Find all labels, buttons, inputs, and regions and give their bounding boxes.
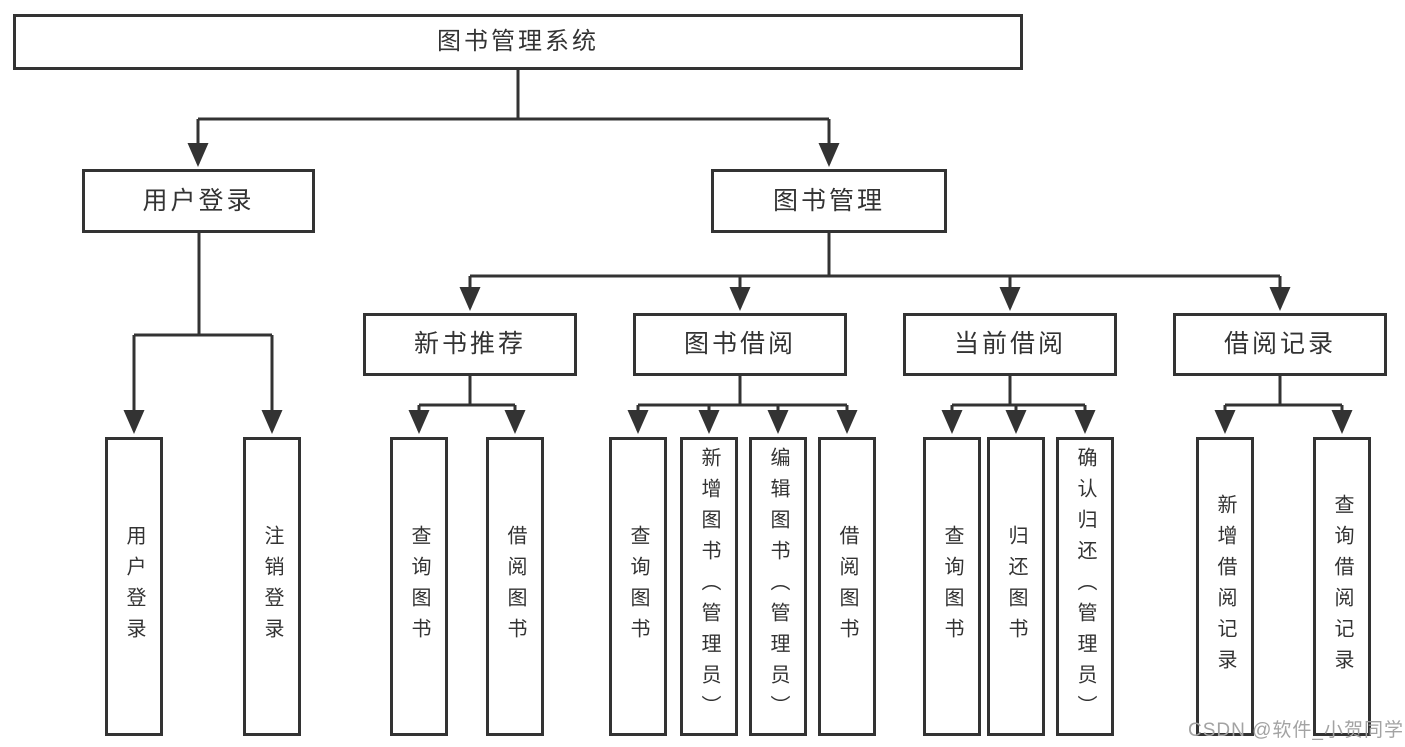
node-new-book-recommend: 新书推荐: [363, 313, 577, 376]
leaf-user-login: 用户登录: [105, 437, 163, 736]
node-book-borrow-label: 图书借阅: [683, 330, 796, 358]
leaf-edit-books-admin: 编辑图书（管理员）: [749, 437, 807, 736]
node-borrow-records: 借阅记录: [1173, 313, 1387, 376]
connector-book-management-split: [470, 233, 1280, 278]
leaf-add-books-admin: 新增图书（管理员）: [680, 437, 738, 736]
node-current-borrow: 当前借阅: [903, 313, 1117, 376]
node-borrow-records-label: 借阅记录: [1223, 330, 1336, 358]
leaf-return-books: 归还图书: [987, 437, 1045, 736]
connector-new-book-split: [419, 376, 515, 407]
leaf-query-books-current: 查询图书: [923, 437, 981, 736]
node-user-login: 用户登录: [82, 169, 315, 233]
node-book-management-label: 图书管理: [772, 186, 885, 215]
leaf-confirm-return-admin: 确认归还（管理员）: [1056, 437, 1114, 736]
leaf-add-borrow-record: 新增借阅记录: [1196, 437, 1254, 736]
connector-borrow-records-split: [1225, 376, 1342, 407]
node-current-borrow-label: 当前借阅: [953, 330, 1066, 358]
leaf-query-borrow-record: 查询借阅记录: [1313, 437, 1371, 736]
node-root: 图书管理系统: [13, 14, 1023, 70]
leaf-borrow-books-recommend: 借阅图书: [486, 437, 544, 736]
leaf-borrow-books: 借阅图书: [818, 437, 876, 736]
node-book-borrow: 图书借阅: [633, 313, 847, 376]
node-new-book-recommend-label: 新书推荐: [413, 330, 526, 358]
connector-book-borrow-split: [638, 376, 847, 407]
leaf-query-books-borrow: 查询图书: [609, 437, 667, 736]
csdn-watermark: CSDN @软件_小贺同学: [1188, 720, 1404, 741]
connector-current-borrow-split: [952, 376, 1085, 407]
connector-root-split: [198, 68, 829, 121]
leaf-query-books-recommend: 查询图书: [390, 437, 448, 736]
node-root-label: 图书管理系统: [437, 28, 599, 55]
connector-user-login-split: [134, 233, 272, 337]
node-book-management: 图书管理: [711, 169, 947, 233]
node-user-login-label: 用户登录: [142, 186, 255, 215]
leaf-logout: 注销登录: [243, 437, 301, 736]
